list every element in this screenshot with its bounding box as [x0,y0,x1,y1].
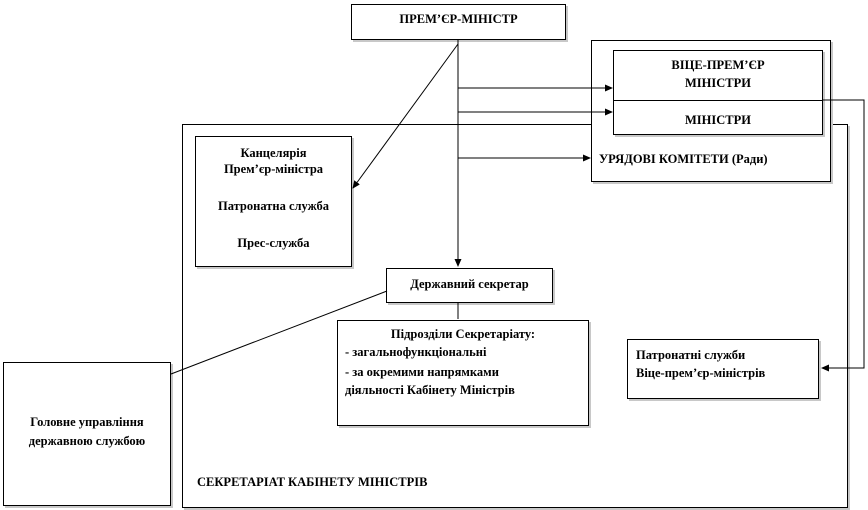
chancellery-line1: Канцелярія [240,146,307,160]
divisions-item1: - загальнофункціональні [345,345,487,359]
vice-pm-to-patronage [821,99,865,372]
divisions-box [337,320,589,426]
divisions-item3: діяльності Кабінету Міністрів [345,383,515,397]
state-secretary-label: Державний секретар [410,277,529,291]
state-secretary-box [386,268,553,303]
pm-box [351,4,566,40]
ministers-label: МІНІСТРИ [685,113,751,127]
civil-service-line1: Головне управління [30,415,144,429]
vice-pm-ministers-box [613,50,823,135]
divisions-item2: - за окремими напрямками [345,365,499,379]
chancellery-line3: Патронатна служба [217,199,330,213]
divisions-title: Підрозділи Секретаріату: [390,327,536,341]
vice-pm-ministers-divider [613,100,823,101]
vice-patronage-line2: Віце-прем’єр-міністрів [636,366,766,380]
civil-service-box [3,362,171,506]
pm-to-chancellery [352,43,459,189]
vice-pm-line2: МІНІСТРИ [685,76,751,90]
chancellery-line4: Прес-служба [237,236,310,250]
secretariat-label: СЕКРЕТАРІАТ КАБІНЕТУ МІНІСТРІВ [197,475,428,489]
vice-patronage-line1: Патронатні служби [636,348,746,362]
vice-pm-line1: ВІЦЕ-ПРЕМ’ЄР [671,58,765,72]
chancellery-line2: Прем’єр-міністра [223,162,324,176]
secretary-to-civil-service [170,290,388,375]
chancellery-box [195,136,352,267]
pm-label: ПРЕМ’ЄР-МІНІСТР [399,12,518,26]
vice-patronage-box [627,339,819,399]
committees-label: УРЯДОВІ КОМІТЕТИ (Ради) [599,152,768,166]
civil-service-line2: державною службою [28,434,146,448]
